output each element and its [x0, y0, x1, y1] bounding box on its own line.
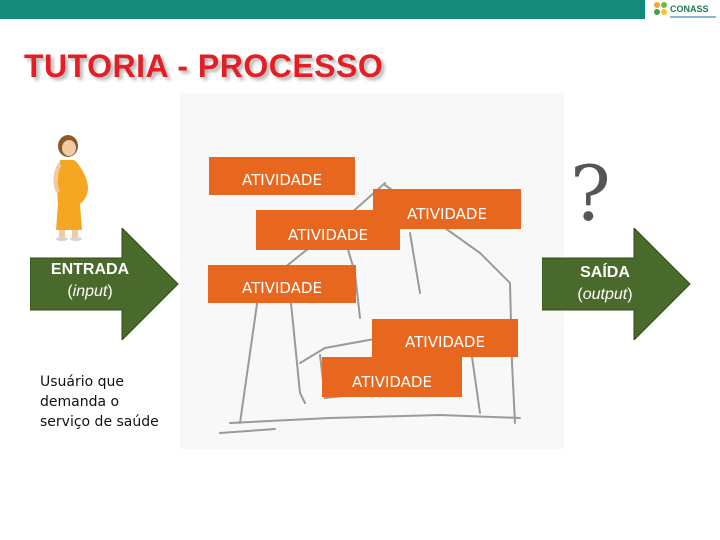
- question-mark: ?: [570, 149, 611, 238]
- entrada-text: ENTRADA (input): [30, 259, 150, 303]
- activity-label: ATIVIDADE: [242, 279, 322, 297]
- saida-sub: output: [582, 286, 628, 303]
- activity-label: ATIVIDADE: [242, 171, 322, 189]
- activity-label: ATIVIDADE: [407, 205, 487, 223]
- user-caption: Usuário que demanda o serviço de saúde: [40, 372, 180, 432]
- user-caption-line: Usuário que: [40, 374, 125, 390]
- top-bar: [0, 0, 645, 19]
- user-caption-line: demanda o: [40, 394, 120, 410]
- entrada-arrow: [30, 228, 179, 340]
- saida-arrow: [542, 228, 691, 340]
- page-title: TUTORIA - PROCESSO: [24, 48, 384, 84]
- conass-logo-icon: [654, 2, 667, 15]
- saida-label: SAÍDA: [580, 264, 630, 281]
- entrada-sub: input: [72, 283, 108, 300]
- activity-label: ATIVIDADE: [288, 226, 368, 244]
- entrada-label: ENTRADA: [50, 261, 130, 278]
- activity-box-5: ATIVIDADE: [372, 319, 518, 357]
- activity-box-6: ATIVIDADE: [322, 357, 462, 397]
- activity-box-3: ATIVIDADE: [256, 210, 400, 250]
- saida-text: SAÍDA (output): [545, 262, 665, 306]
- activity-label: ATIVIDADE: [405, 333, 485, 351]
- conass-logo: CONASS: [652, 0, 720, 24]
- pregnant-woman-icon: [53, 135, 88, 241]
- logo-text: CONASS: [670, 4, 709, 14]
- activity-box-4: ATIVIDADE: [208, 265, 356, 303]
- user-caption-line: serviço de saúde: [40, 414, 159, 430]
- activity-box-1: ATIVIDADE: [209, 157, 355, 195]
- activity-label: ATIVIDADE: [352, 373, 432, 391]
